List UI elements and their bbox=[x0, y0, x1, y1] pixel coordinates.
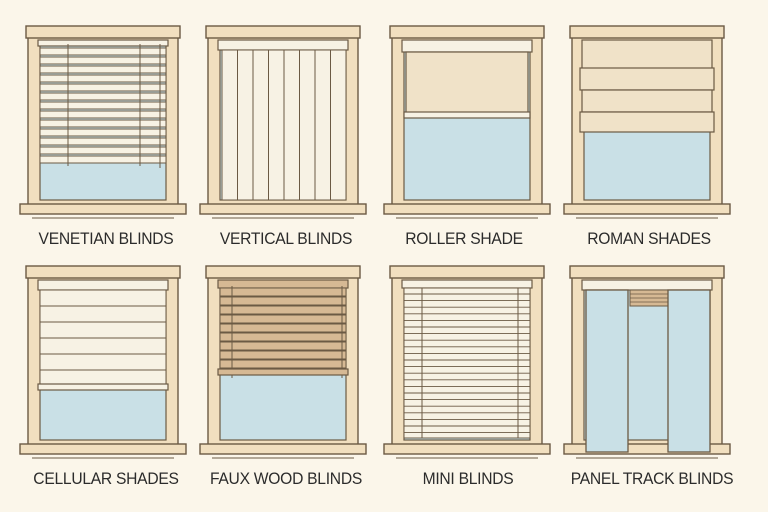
roller-fabric bbox=[405, 51, 529, 115]
cell-row bbox=[39, 305, 167, 323]
vertical-vane bbox=[283, 49, 300, 201]
wood-slat bbox=[219, 350, 347, 360]
roman-shades-window bbox=[563, 25, 731, 219]
venetian-blinds-window bbox=[19, 25, 187, 219]
vertical-vane bbox=[252, 49, 269, 201]
wood-slat bbox=[219, 287, 347, 297]
slat bbox=[39, 74, 167, 83]
vertical-vane bbox=[268, 49, 285, 201]
wood-slat bbox=[219, 341, 347, 351]
faux-wood-blinds-window bbox=[199, 265, 367, 459]
wood-slat bbox=[219, 359, 347, 369]
label-roller-shade: ROLLER SHADE bbox=[405, 229, 523, 248]
headrail bbox=[217, 39, 349, 51]
bottom-bar bbox=[403, 111, 531, 119]
window-sill bbox=[563, 203, 731, 215]
mini-blinds-window bbox=[383, 265, 551, 459]
window-sill bbox=[383, 443, 551, 455]
label-roman-shades: ROMAN SHADES bbox=[587, 229, 711, 248]
slat bbox=[39, 119, 167, 128]
roller-tube bbox=[401, 39, 533, 53]
track bbox=[581, 279, 713, 291]
slat bbox=[39, 83, 167, 92]
vertical-vane bbox=[299, 49, 316, 201]
slat bbox=[39, 101, 167, 110]
window-sill bbox=[199, 443, 367, 455]
slat bbox=[39, 92, 167, 101]
slat-panel bbox=[403, 287, 531, 439]
cell-row bbox=[39, 337, 167, 355]
cell-row bbox=[39, 321, 167, 339]
window-head bbox=[389, 25, 545, 39]
wood-slat bbox=[219, 332, 347, 342]
window-sill bbox=[383, 203, 551, 215]
roman-fold bbox=[579, 111, 715, 133]
slat bbox=[39, 110, 167, 119]
vertical-blinds-window bbox=[199, 25, 367, 219]
wood-slat bbox=[219, 296, 347, 306]
slat bbox=[39, 137, 167, 146]
label-cellular-shades: CELLULAR SHADES bbox=[33, 469, 179, 488]
vertical-vane bbox=[221, 49, 238, 201]
panel-track-blinds-window bbox=[563, 265, 731, 459]
roman-fold bbox=[581, 39, 713, 71]
slat bbox=[39, 47, 167, 56]
slat bbox=[39, 56, 167, 65]
label-venetian-blinds: VENETIAN BLINDS bbox=[38, 229, 174, 248]
window-head bbox=[25, 25, 181, 39]
wood-slat bbox=[219, 305, 347, 315]
vertical-vane bbox=[330, 49, 347, 201]
cell-row bbox=[39, 289, 167, 307]
roman-fold bbox=[579, 67, 715, 91]
label-faux-wood-blinds: FAUX WOOD BLINDS bbox=[209, 469, 363, 488]
window-head bbox=[205, 25, 361, 39]
window-head bbox=[205, 265, 361, 279]
slat bbox=[39, 155, 167, 164]
bottom-rail bbox=[37, 383, 169, 391]
vertical-vane bbox=[314, 49, 331, 201]
cell-row bbox=[39, 353, 167, 371]
label-panel-track-blinds: PANEL TRACK BLINDS bbox=[570, 469, 734, 488]
headrail bbox=[401, 279, 533, 289]
left-panel bbox=[585, 289, 629, 453]
headrail bbox=[37, 279, 169, 291]
vertical-vane bbox=[237, 49, 254, 201]
slat bbox=[39, 65, 167, 74]
headrail bbox=[37, 39, 169, 47]
window-sill bbox=[19, 443, 187, 455]
label-mini-blinds: MINI BLINDS bbox=[422, 469, 514, 488]
label-vertical-blinds: VERTICAL BLINDS bbox=[219, 229, 353, 248]
window-head bbox=[389, 265, 545, 279]
slat bbox=[39, 128, 167, 137]
roller-shade-window bbox=[383, 25, 551, 219]
slat bbox=[39, 146, 167, 155]
right-panel bbox=[667, 289, 711, 453]
window-head bbox=[25, 265, 181, 279]
window-sill bbox=[19, 203, 187, 215]
wood-slat bbox=[219, 323, 347, 333]
headrail bbox=[217, 279, 349, 289]
roman-fold bbox=[581, 89, 713, 113]
window-sill bbox=[563, 443, 731, 455]
wood-slat bbox=[219, 314, 347, 324]
bottom-rail bbox=[217, 368, 349, 376]
cellular-shades-window bbox=[19, 265, 187, 459]
window-head bbox=[569, 25, 725, 39]
window-sill bbox=[199, 203, 367, 215]
window-head bbox=[569, 265, 725, 279]
